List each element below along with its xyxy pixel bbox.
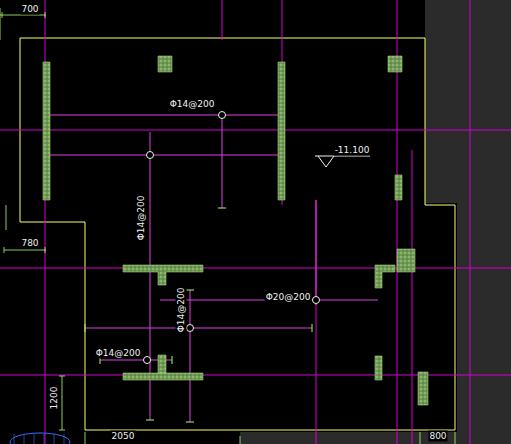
dimension-line <box>0 8 1 40</box>
rebar-line <box>48 115 280 116</box>
wall-section <box>375 356 382 380</box>
elevation-text: -11.100 <box>334 145 371 156</box>
rebar-callout-circle <box>187 325 194 332</box>
dimension-text: 800 <box>428 431 447 442</box>
dimension-text: 700 <box>20 4 39 15</box>
axis-line <box>0 375 511 376</box>
dimension-text: 780 <box>20 238 39 249</box>
rebar-callout-circle <box>313 297 320 304</box>
rebar-end-tick <box>146 420 154 421</box>
axis-bubble-grid <box>44 434 45 444</box>
rebar-end-tick <box>172 356 173 364</box>
wall-section <box>397 249 415 272</box>
rebar-end-tick <box>312 324 313 332</box>
axis-line <box>412 150 413 444</box>
axis-bubble-grid <box>34 434 35 444</box>
axis-line <box>222 0 223 40</box>
rebar-callout: Φ14@200 <box>176 287 187 334</box>
axis-bubble-grid <box>24 434 25 444</box>
rebar-callout: Φ14@200 <box>136 195 147 242</box>
dimension-line <box>85 432 240 444</box>
rebar-callout: Φ14@200 <box>169 99 216 110</box>
wall-section <box>43 62 50 200</box>
dimension-text: 1200 <box>49 386 60 411</box>
rebar-line <box>85 328 312 329</box>
rebar-callout-circle <box>144 357 151 364</box>
wall-section <box>278 62 285 200</box>
dimension-line <box>6 205 7 230</box>
rebar-callout-circle <box>147 152 154 159</box>
rebar-end-tick <box>85 324 86 332</box>
wall-section <box>158 56 172 72</box>
dimension-line <box>59 376 65 430</box>
axis-bubble-grid <box>14 434 15 444</box>
rebar-end-tick <box>218 208 226 209</box>
wall-section <box>388 56 402 72</box>
rebar-callout-circle <box>219 112 226 119</box>
wall-section <box>123 265 203 285</box>
axis-bubble-grid <box>54 434 55 444</box>
rebar-line <box>190 290 191 422</box>
axis-bubble <box>10 433 70 444</box>
wall-section <box>375 265 395 288</box>
axis-line <box>0 130 511 131</box>
wall-section <box>418 372 428 405</box>
rebar-line <box>316 200 317 305</box>
rebar-callout: Φ20@200 <box>265 292 312 303</box>
slab-outline <box>20 38 455 430</box>
axis-line <box>0 268 511 269</box>
rebar-line <box>48 155 280 156</box>
elevation-symbol <box>315 156 370 167</box>
axis-bubble-grid <box>64 434 65 444</box>
dimension-text: 2050 <box>111 431 136 442</box>
rebar-line <box>222 112 223 208</box>
axis-line <box>316 200 317 444</box>
rebar-end-tick <box>186 290 194 291</box>
wall-section <box>123 355 203 380</box>
wall-section <box>395 175 402 200</box>
rebar-end-tick <box>186 422 194 423</box>
outside-ground <box>240 0 511 444</box>
rebar-callout: Φ14@200 <box>95 348 142 359</box>
axis-line <box>470 0 471 444</box>
